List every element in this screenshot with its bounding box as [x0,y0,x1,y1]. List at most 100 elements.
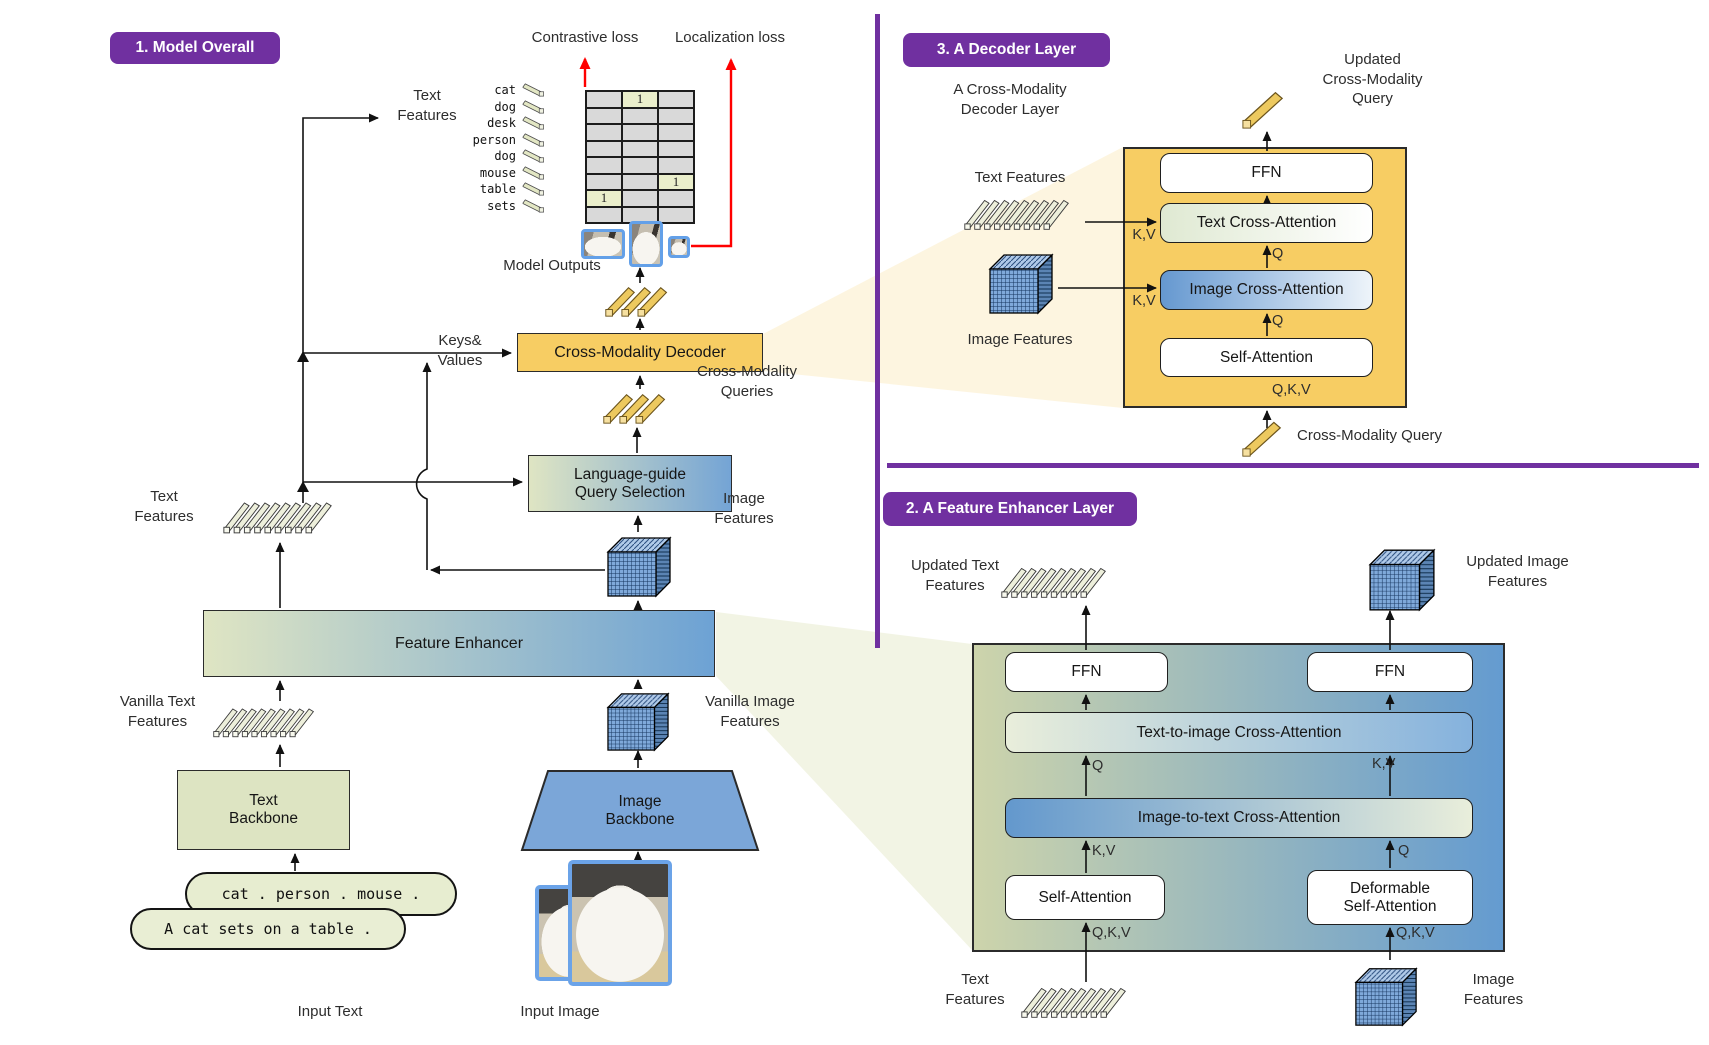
decoder-ffn-box: FFN [1160,153,1373,193]
output-box-thumbnail [629,221,663,267]
matrix-cell [622,140,658,157]
decoder-text-features-bars-icon [958,196,1076,232]
output-box-thumbnail [581,229,625,259]
prompt-word-row: cat [428,82,547,99]
matrix-cell: 1 [658,173,694,190]
input-image-thumbnail-front [568,860,672,986]
prompt-word: cat [494,83,516,98]
prompt-word: sets [487,198,516,213]
output-box-thumbnail [668,236,690,258]
matrix-cell: 1 [586,190,622,207]
matrix-cell [586,157,622,174]
divider-horizontal [887,463,1699,468]
enhancer-text-features-bars-icon [1018,984,1130,1020]
prompt-word: mouse [479,165,516,180]
matrix-cell [622,173,658,190]
prompt-word: table [479,182,516,197]
vanilla-image-features-cube-icon [604,690,672,752]
keys-values-label: Keys& Values [437,332,483,369]
decoder-layer-subtitle: A Cross-Modality Decoder Layer [953,81,1067,118]
matrix-cell [658,190,694,207]
updated-cross-modality-query-label: Updated Cross-Modality Query [1322,51,1423,107]
word-feature-bar-icon [521,199,547,213]
trapezoid-shape [520,770,760,851]
text-cross-attention-box: Text Cross-Attention [1160,203,1373,243]
model-outputs-label: Model Outputs [503,257,601,274]
updated-text-features-label: Updated Text Features [910,557,1000,594]
enhancer-ffn-image-box: FFN [1307,652,1473,692]
word-feature-bar-icon [521,83,547,97]
matrix-cell [622,157,658,174]
text-features-label: Text Features [134,488,194,525]
updated-query-bar-icon [1240,86,1286,130]
cross-modality-query-bar-icon [1240,416,1284,458]
cross-modality-queries-bars-icon [601,390,671,426]
matrix-cell [586,124,622,141]
word-feature-bar-icon [521,133,547,147]
prompt-word: dog [494,99,516,114]
cross-modality-queries-label: Cross-Modality Queries [696,363,798,400]
q-label: Q [1272,313,1284,329]
matrix-cell [622,124,658,141]
prompt-word-row: dog [428,148,547,165]
decoder-text-features-label: Text Features [974,169,1066,186]
cross-modality-decoder-box: Cross-Modality Decoder [517,333,763,372]
prompt-word-row: sets [428,198,547,215]
text-to-image-cross-attention-box: Text-to-image Cross-Attention [1005,712,1473,753]
matrix-cell [622,107,658,124]
language-guide-query-selection-box: Language-guide Query Selection [528,455,732,512]
word-feature-bar-icon [521,100,547,114]
image-backbone-label: Image Backbone [605,792,675,828]
text-features-top-label: Text Features [397,87,457,124]
vanilla-text-features-bars-icon [212,704,316,740]
text-prompt-pill-sentence: A cat sets on a table . [130,908,406,950]
contrastive-loss-label: Contrastive loss [531,29,639,46]
prompt-word-row: table [428,181,547,198]
updated-image-features-label: Updated Image Features [1466,553,1569,590]
divider-vertical [875,14,880,648]
decoder-image-features-label: Image Features [967,331,1073,348]
image-features-cube-icon [604,533,674,599]
prompt-word: person [472,132,516,147]
prompt-word-row: mouse [428,165,547,182]
word-feature-bar-icon [521,149,547,163]
cross-modality-query-label: Cross-Modality Query [1297,427,1443,444]
output-queries-bars-icon [603,283,673,319]
qkv-label: Q,K,V [1092,925,1131,941]
matrix-cell [658,157,694,174]
kv-label: K,V [1372,756,1396,772]
updated-image-features-cube-icon [1366,546,1438,612]
q-label: Q [1092,758,1104,774]
matrix-cell [586,206,622,223]
matrix-cell [586,173,622,190]
matrix-cell: 1 [622,91,658,108]
image-cross-attention-box: Image Cross-Attention [1160,270,1373,310]
image-to-text-cross-attention-box: Image-to-text Cross-Attention [1005,798,1473,838]
localization-loss-label: Localization loss [674,29,786,46]
input-text-label: Input Text [297,1003,363,1020]
enhancer-image-features-cube-icon [1352,964,1420,1028]
matrix-cell [586,140,622,157]
contrastive-loss-matrix: 1 1 1 [585,90,695,224]
matrix-cell [658,107,694,124]
input-image-label: Input Image [520,1003,600,1020]
word-feature-bar-icon [521,116,547,130]
prompt-word: desk [487,116,516,131]
deformable-self-attention-box: Deformable Self-Attention [1307,870,1473,925]
word-feature-bar-icon [521,166,547,180]
prompt-word-row: desk [428,115,547,132]
text-backbone-box: Text Backbone [177,770,350,850]
updated-text-features-bars-icon [1000,564,1108,600]
matrix-cell [658,124,694,141]
qkv-label: Q,K,V [1396,925,1435,941]
enhancer-text-features-label: Text Features [945,971,1005,1008]
matrix-cell [622,190,658,207]
q-label: Q [1272,246,1284,262]
prompt-word: dog [494,149,516,164]
image-features-label: Image Features [714,490,774,527]
decoder-self-attention-box: Self-Attention [1160,338,1373,377]
image-backbone-trapezoid: Image Backbone [520,769,760,852]
